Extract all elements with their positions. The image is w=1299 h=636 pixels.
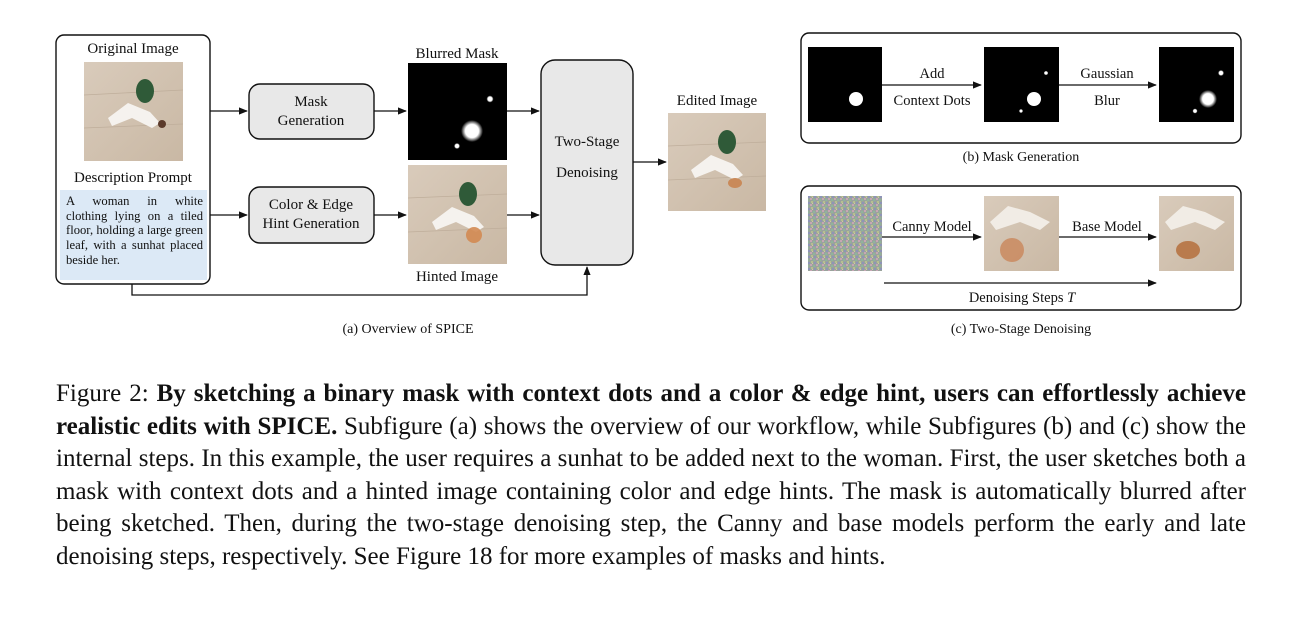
mask-with-dots-image (984, 47, 1059, 122)
base-model-label: Base Model (1072, 219, 1142, 235)
canny-model-label: Canny Model (892, 219, 971, 235)
binary-mask-image (808, 47, 882, 122)
noise-image (808, 196, 882, 271)
figure-diagram: Original Image Description Prompt Mask G… (55, 32, 1242, 337)
mask-generation-panel (800, 32, 1242, 144)
blur-label-1: Gaussian (1080, 66, 1134, 82)
panel-c-caption: (c) Two-Stage Denoising (951, 322, 1091, 337)
blurred-mask-label: Blurred Mask (416, 46, 499, 62)
description-prompt-box: A woman in white clothing lying on a til… (60, 190, 207, 280)
input-group-box (55, 34, 211, 285)
two-stage-denoising-panel (800, 185, 1242, 311)
blur-label-2: Blur (1094, 93, 1120, 109)
edited-image (667, 113, 767, 211)
denoising-label-2: Denoising (556, 165, 618, 181)
arrow-prompt-to-denoising (131, 266, 591, 296)
figure-caption-body: Subfigure (a) shows the overview of our … (56, 412, 1246, 570)
figure-caption-prefix: Figure 2: (56, 380, 157, 407)
intermediate-image (984, 196, 1059, 271)
panel-b-caption: (b) Mask Generation (963, 150, 1080, 165)
blurred-mask-image (408, 63, 507, 160)
figure-caption: Figure 2: By sketching a binary mask wit… (56, 378, 1246, 573)
hinted-image (407, 165, 508, 264)
add-label-1: Add (920, 66, 946, 82)
two-stage-denoising-box (540, 59, 634, 266)
hint-generation-label-1: Color & Edge (269, 197, 353, 213)
add-label-2: Context Dots (894, 93, 971, 109)
mask-generation-box (248, 83, 375, 140)
mask-generation-label-1: Mask (294, 94, 328, 110)
description-prompt-label: Description Prompt (74, 170, 193, 186)
hinted-image-label: Hinted Image (416, 269, 498, 285)
hint-generation-box (248, 186, 375, 244)
denoising-steps-label: Denoising Steps T (969, 290, 1076, 306)
edited-image-label: Edited Image (677, 93, 758, 109)
hint-generation-label-2: Hint Generation (262, 216, 360, 232)
figure-caption-bold: By sketching a binary mask with context … (56, 380, 1247, 440)
mask-generation-label-2: Generation (278, 113, 345, 129)
denoising-label-1: Two-Stage (555, 134, 620, 150)
final-image (1159, 196, 1234, 271)
panel-a-caption: (a) Overview of SPICE (342, 322, 473, 337)
original-image (83, 62, 184, 161)
original-image-label: Original Image (87, 41, 179, 57)
blurred-output-mask-image (1159, 47, 1234, 122)
